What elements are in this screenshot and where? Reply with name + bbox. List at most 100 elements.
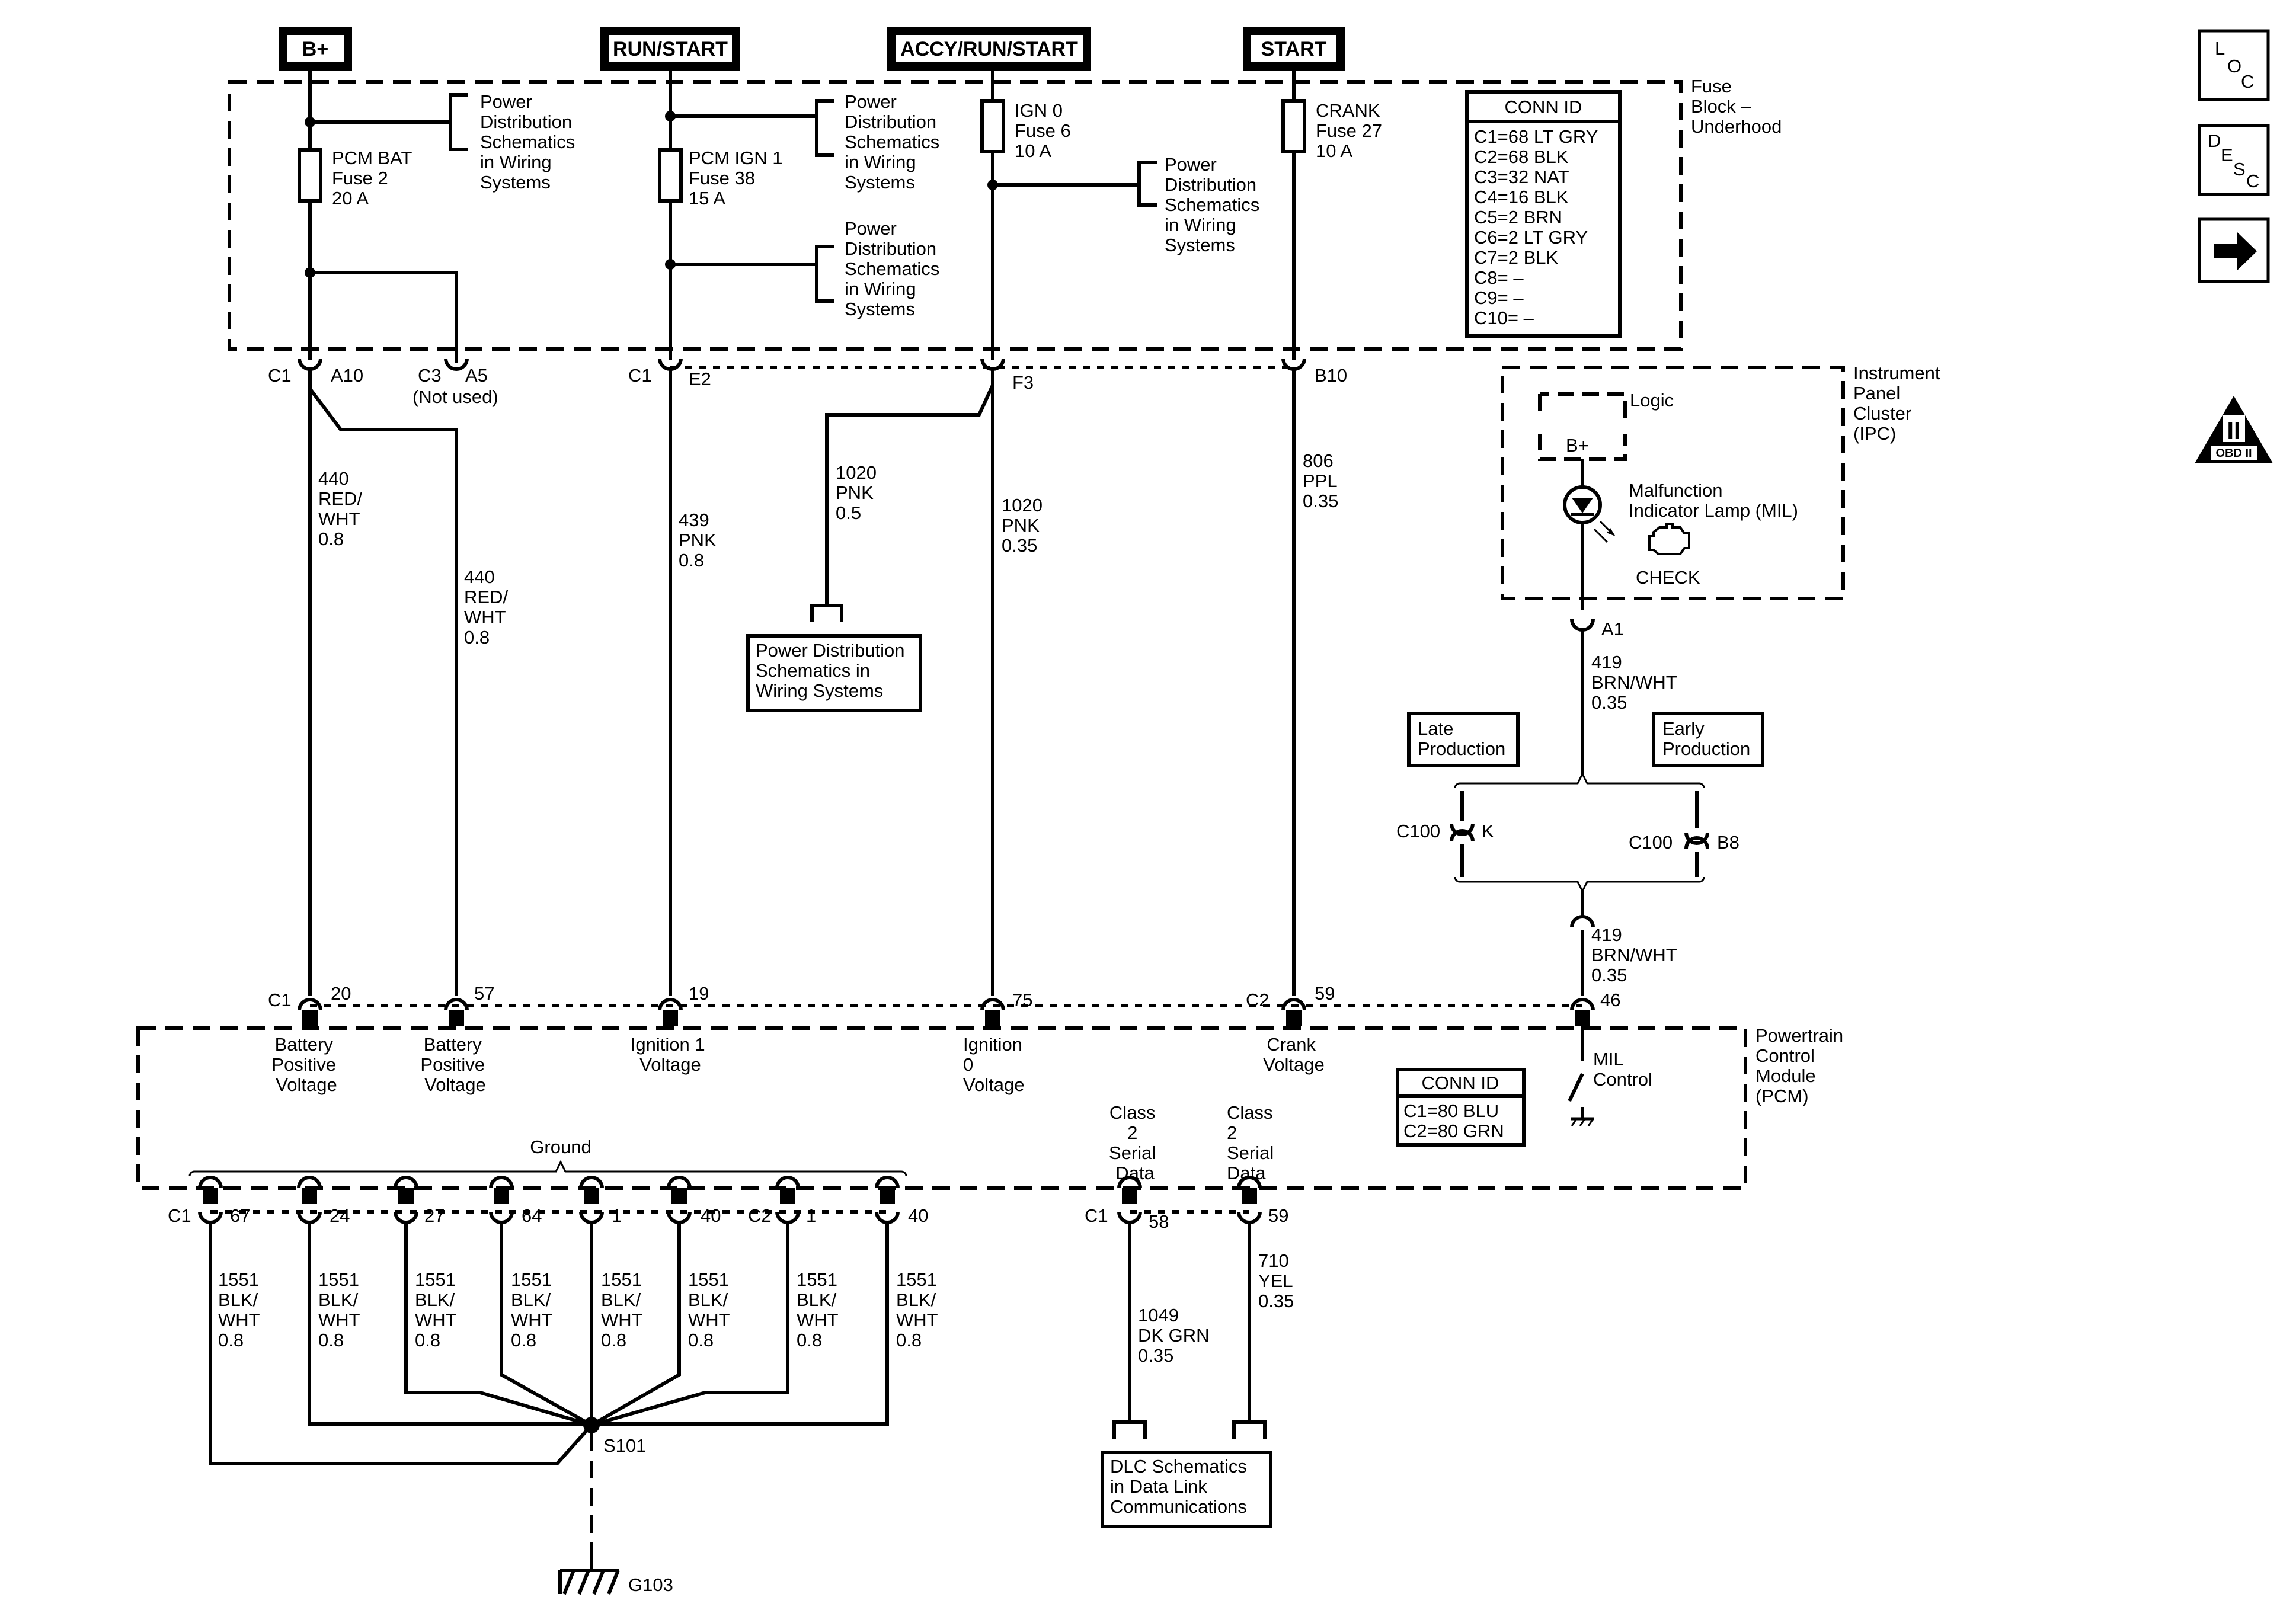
svg-text:II: II (2227, 417, 2240, 444)
ground-wire-harness (209, 1221, 889, 1465)
pin-57: 57 (474, 983, 494, 1004)
wire-419-a: 419 BRN/WHT 0.35 (1591, 652, 1682, 713)
fuse-block-connectors (298, 358, 1306, 371)
conn-c100-late: C100 (1396, 821, 1440, 841)
svg-text:S: S (2233, 159, 2246, 180)
fuse-pcm-bat-label: PCM BAT Fuse 2 20 A (332, 148, 417, 209)
wire-806: 806 PPL 0.35 (1303, 450, 1342, 511)
svg-text:O: O (2227, 56, 2241, 76)
early-production-box: Early Production (1652, 712, 1764, 767)
pin-a1: A1 (1601, 619, 1624, 639)
next-arrow-button[interactable] (2198, 217, 2270, 283)
svg-text:L: L (2215, 38, 2225, 59)
data-connectors (1117, 1176, 1262, 1224)
desc-button[interactable]: D E S C (2198, 124, 2270, 196)
svg-text:Early Production: Early Production (1662, 718, 1750, 759)
ground-label: Ground (530, 1137, 591, 1157)
pin-b8: B8 (1717, 832, 1739, 853)
pin-a5: A5 (465, 365, 488, 386)
ipc-outline (1501, 366, 1845, 600)
fuse-block-outline (228, 80, 1683, 351)
svg-text:67: 67 (230, 1205, 250, 1226)
pds-ref-2: Power Distribution Schematics in Wiring … (845, 91, 945, 193)
pin-75: 75 (1012, 990, 1032, 1010)
ground-pin-connector (579, 1176, 604, 1224)
wire-1020-a: 1020 PNK 0.5 (836, 462, 882, 523)
svg-text:Power Distribution Schem: Power Distribution Schematics in Wiring … (756, 640, 910, 701)
conn-data-c1: C1 (1085, 1205, 1108, 1226)
not-used-note: (Not used) (412, 386, 498, 407)
conn-ground-c2: C2 (748, 1205, 772, 1226)
pin-e2: E2 (689, 369, 711, 389)
splice-s101 (583, 1417, 600, 1433)
pin-59-data: 59 (1268, 1205, 1288, 1226)
ipc-title: Instrument Panel Cluster (IPC) (1853, 363, 1945, 444)
svg-text:D: D (2208, 130, 2221, 151)
conn-c1-fuse-a: C1 (268, 365, 292, 386)
svg-text:DLC Schematics in Data L: DLC Schematics in Data Link Communicatio… (1110, 1456, 1252, 1517)
pds-box: Power Distribution Schematics in Wiring … (746, 634, 922, 712)
pcm-ignition-0: Ignition 0 Voltage (963, 1034, 1028, 1095)
check-engine-icon (1648, 523, 1690, 555)
pds-ref-4: Power Distribution Schematics in Wiring … (1165, 154, 1265, 255)
ground-g103-label: G103 (628, 1574, 673, 1595)
svg-text:40: 40 (701, 1205, 721, 1226)
pcm-battery-1: Battery Positive Voltage (271, 1034, 341, 1095)
pcm-outline (136, 1026, 1747, 1190)
pcm-ignition-1: Ignition 1 Voltage (631, 1034, 710, 1075)
pcm-crank: Crank Voltage (1263, 1034, 1324, 1075)
conn-pcm-c2: C2 (1246, 990, 1269, 1010)
late-production-box: Late Production (1407, 712, 1520, 767)
wire-440-a: 440 RED/ WHT 0.8 (318, 468, 367, 549)
svg-text:64: 64 (522, 1205, 542, 1226)
source-bplus: B+ (279, 27, 352, 71)
ground-pin-connector (875, 1176, 900, 1224)
fuse-ign0-label: IGN 0 Fuse 6 10 A (1015, 100, 1076, 161)
wire-439: 439 PNK 0.8 (679, 510, 721, 571)
fuse-crank (1281, 99, 1306, 153)
svg-text:OBD II: OBD II (2215, 447, 2252, 460)
arrow-right-icon (2214, 232, 2257, 270)
svg-text:Late Production: Late Production (1418, 718, 1505, 759)
source-start: START (1243, 27, 1345, 71)
loc-button[interactable]: L O C (2198, 29, 2270, 101)
pin-b10: B10 (1315, 365, 1347, 386)
svg-text:C: C (2246, 171, 2259, 191)
fuse-block-title: Fuse Block – Underhood (1691, 76, 1782, 137)
source-accy-run-start-label: ACCY/RUN/START (900, 38, 1078, 60)
source-run-start: RUN/START (600, 27, 740, 71)
wire-1049: 1049 DK GRN 0.35 (1138, 1305, 1214, 1366)
svg-text:CONN ID: CONN ID (1505, 97, 1582, 117)
pin-58: 58 (1149, 1211, 1169, 1232)
pds-ref-3: Power Distribution Schematics in Wiring … (845, 218, 945, 319)
ground-pin-connector (297, 1176, 322, 1224)
fuse-ign0 (980, 99, 1005, 153)
check-label: CHECK (1636, 567, 1700, 588)
svg-text:24: 24 (330, 1205, 350, 1226)
ground-pin-connector (667, 1176, 692, 1224)
conn-pcm-c1: C1 (268, 990, 292, 1010)
svg-text:27: 27 (424, 1205, 445, 1226)
pds-ref-1: Power Distribution Schematics in Wiring … (480, 91, 580, 193)
source-run-start-label: RUN/START (613, 38, 728, 60)
wire-710: 710 YEL 0.35 (1258, 1250, 1297, 1311)
conn-c1-fuse-b: C1 (628, 365, 652, 386)
pcm-title: Powertrain Control Module (PCM) (1755, 1025, 1849, 1106)
source-start-label: START (1261, 38, 1327, 60)
pin-46: 46 (1600, 990, 1620, 1010)
mil-label: Malfunction Indicator Lamp (MIL) (1629, 480, 1798, 521)
ground-pin-labels: 67 24 27 64 1 40 1 40 (230, 1205, 928, 1226)
conn-id-fuse-table: CONN ID C1=68 LT GRY C2=68 BLK C3=32 NAT… (1465, 90, 1622, 338)
conn-c100-early: C100 (1629, 832, 1673, 853)
source-bplus-label: B+ (302, 38, 328, 60)
conn-ground-c1: C1 (168, 1205, 191, 1226)
